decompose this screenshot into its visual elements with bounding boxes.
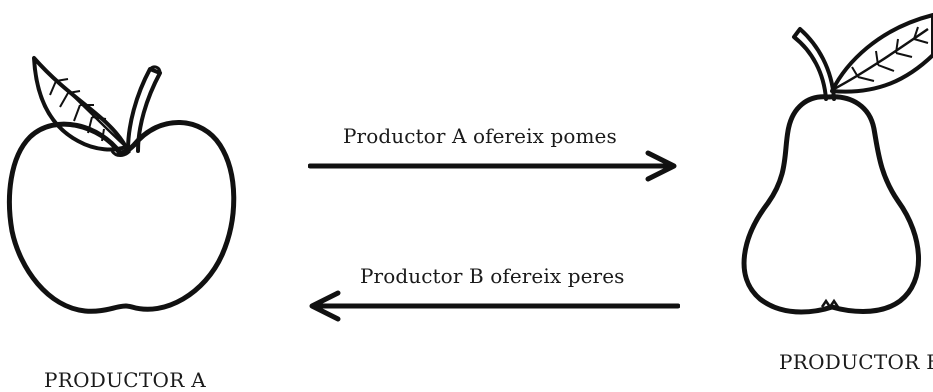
producer-a-label: PRODUCTOR A [44,368,207,392]
pear-icon [728,13,933,325]
arrow-left [304,290,681,322]
arrow-label-b-to-a: Productor B ofereix peres [360,264,625,288]
arrow-right [307,150,680,182]
producer-b-label: PRODUCTOR B [779,350,933,374]
apple-icon [0,55,250,325]
arrow-label-a-to-b: Productor A ofereix pomes [343,124,617,148]
